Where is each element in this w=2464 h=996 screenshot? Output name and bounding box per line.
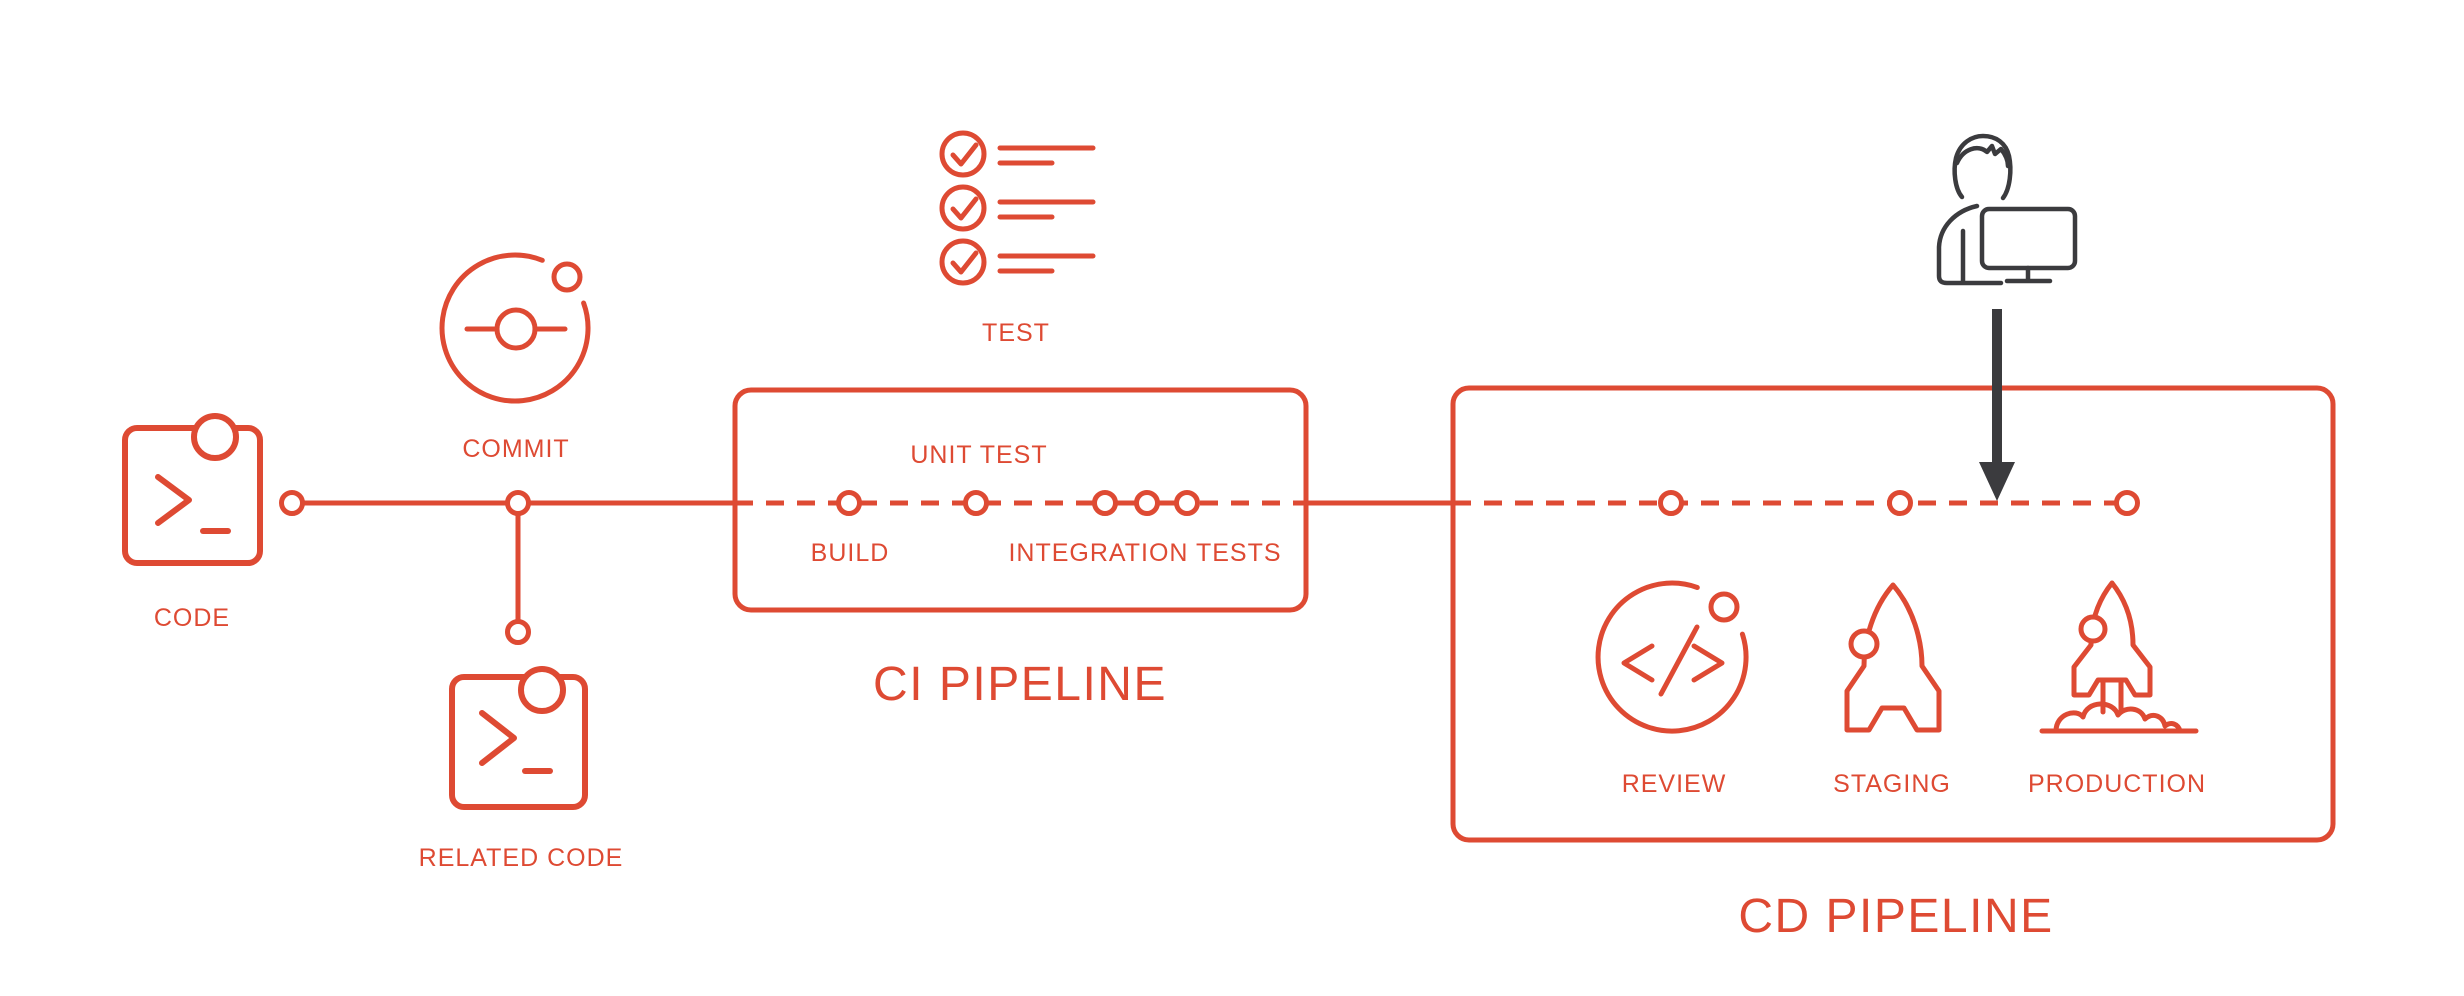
ci-pipeline-title: CI PIPELINE bbox=[873, 658, 1167, 711]
hair bbox=[1954, 143, 2011, 169]
unit-test-node bbox=[963, 490, 989, 516]
cd-pipeline-title: CD PIPELINE bbox=[1738, 890, 2053, 943]
down-arrow-icon bbox=[1979, 309, 2015, 501]
pipeline-line bbox=[300, 500, 2127, 625]
smoke-cloud bbox=[2053, 701, 2183, 734]
commit-label: COMMIT bbox=[462, 435, 569, 463]
staging-label: STAGING bbox=[1833, 770, 1951, 798]
staging-node bbox=[1887, 490, 1913, 516]
code-review-icon bbox=[1595, 580, 1749, 734]
review-node bbox=[1658, 490, 1684, 516]
checklist-row-1 bbox=[939, 130, 1096, 178]
integration-tests-label: INTEGRATION TESTS bbox=[1008, 539, 1281, 567]
commit-node bbox=[505, 490, 531, 516]
body bbox=[1936, 203, 2004, 286]
build-node bbox=[836, 490, 862, 516]
production-label: PRODUCTION bbox=[2028, 770, 2206, 798]
checklist-icon bbox=[939, 130, 1096, 286]
cd-pipeline-box bbox=[1450, 385, 2336, 843]
monitor bbox=[1979, 206, 2078, 271]
head bbox=[1952, 133, 2013, 201]
production-node bbox=[2114, 490, 2140, 516]
checklist-row-3 bbox=[939, 238, 1096, 286]
test-label: TEST bbox=[982, 319, 1050, 347]
pipeline-nodes bbox=[279, 490, 2140, 645]
rocket-launch-icon bbox=[2039, 580, 2199, 734]
ci-pipeline-box bbox=[732, 387, 1309, 613]
integration-node-2 bbox=[1134, 490, 1160, 516]
code-label: CODE bbox=[154, 604, 230, 632]
review-label: REVIEW bbox=[1622, 770, 1727, 798]
integration-node-1 bbox=[1092, 490, 1118, 516]
related-code-node bbox=[505, 619, 531, 645]
code-node bbox=[279, 490, 305, 516]
related-code-label: RELATED CODE bbox=[419, 844, 624, 872]
terminal-code-icon bbox=[122, 413, 263, 566]
rocket-icon bbox=[1844, 582, 1942, 733]
developer-at-computer-icon bbox=[1936, 133, 2078, 286]
integration-node-3 bbox=[1174, 490, 1200, 516]
unit-test-label: UNIT TEST bbox=[910, 441, 1047, 469]
git-commit-icon bbox=[439, 252, 591, 404]
build-label: BUILD bbox=[811, 539, 890, 567]
related-terminal-code-icon bbox=[449, 666, 588, 810]
checklist-row-2 bbox=[939, 184, 1096, 232]
